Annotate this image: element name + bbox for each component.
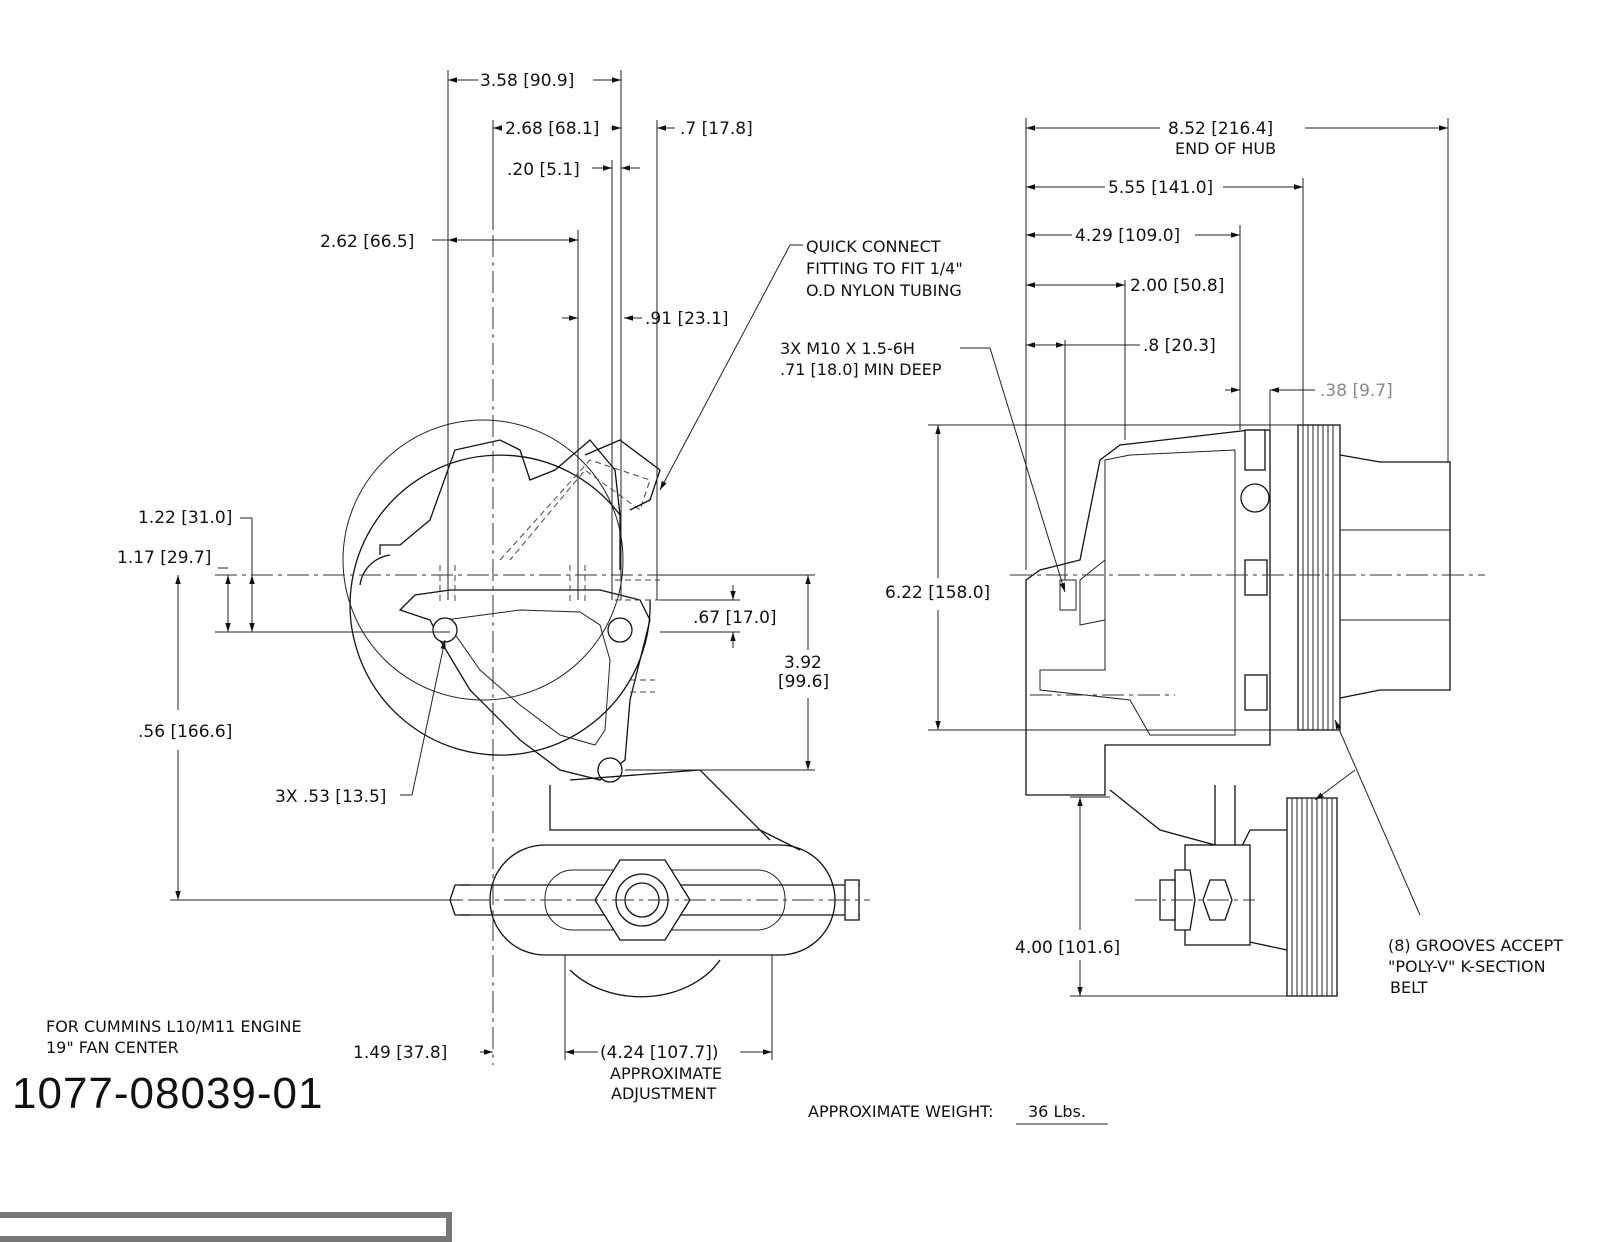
- weight-value: 36 Lbs.: [1028, 1102, 1086, 1121]
- weight-label: APPROXIMATE WEIGHT:: [808, 1102, 994, 1121]
- dim-99.6: [99.6]: [778, 672, 829, 692]
- quick-connect-note-line1: QUICK CONNECT: [806, 237, 941, 256]
- adjustment-note-line2: ADJUSTMENT: [611, 1084, 717, 1103]
- dim-0.8: .8 [20.3]: [1143, 336, 1216, 356]
- part-number: 1077-08039-01: [12, 1069, 323, 1118]
- engine-note-line2: 19" FAN CENTER: [46, 1038, 179, 1057]
- left-view-labels: 3.58 [90.9] 2.68 [68.1] .7 [17.8] .20 [5…: [117, 71, 963, 1103]
- thread-note-line2: .71 [18.0] MIN DEEP: [780, 360, 942, 379]
- dim-0.56: .56 [166.6]: [138, 722, 232, 742]
- adjustment-note-line1: APPROXIMATE: [610, 1064, 722, 1083]
- grooves-note-line2: "POLY-V" K-SECTION: [1388, 957, 1546, 976]
- grooves-note-line3: BELT: [1390, 978, 1428, 997]
- engine-note-line1: FOR CUMMINS L10/M11 ENGINE: [46, 1017, 302, 1036]
- dim-0.91: .91 [23.1]: [645, 309, 729, 329]
- left-view-dimension-lines: [170, 70, 815, 1060]
- thread-note-line1: 3X M10 X 1.5-6H: [780, 339, 915, 358]
- title-block-frame: [0, 1212, 452, 1242]
- dim-2.00: 2.00 [50.8]: [1130, 276, 1224, 296]
- dim-8.52: 8.52 [216.4]: [1168, 119, 1273, 139]
- dim-0.38: .38 [9.7]: [1320, 381, 1393, 401]
- quick-connect-note-line2: FITTING TO FIT 1/4": [806, 259, 963, 278]
- dim-3x-0.53: 3X .53 [13.5]: [275, 787, 386, 807]
- dim-4.00: 4.00 [101.6]: [1015, 938, 1120, 958]
- dim-3.92: 3.92: [784, 653, 822, 673]
- left-view-geometry: [215, 235, 870, 1065]
- dim-2.62: 2.62 [66.5]: [320, 232, 414, 252]
- end-of-hub-label: END OF HUB: [1175, 139, 1276, 158]
- dim-0.67: .67 [17.0]: [693, 608, 777, 628]
- dim-2.68: 2.68 [68.1]: [505, 119, 599, 139]
- dim-0.7: .7 [17.8]: [680, 119, 753, 139]
- dim-1.22: 1.22 [31.0]: [138, 508, 232, 528]
- dim-5.55: 5.55 [141.0]: [1108, 178, 1213, 198]
- right-view-geometry: [1010, 424, 1485, 997]
- general-notes: FOR CUMMINS L10/M11 ENGINE 19" FAN CENTE…: [12, 1017, 1108, 1125]
- dim-0.20: .20 [5.1]: [507, 160, 580, 180]
- dim-1.49: 1.49 [37.8]: [353, 1043, 447, 1063]
- right-view-labels: 8.52 [216.4] END OF HUB 5.55 [141.0] 4.2…: [780, 119, 1563, 997]
- quick-connect-note-line3: O.D NYLON TUBING: [806, 281, 962, 300]
- right-view-dimension-lines: [928, 118, 1449, 997]
- dim-3.58: 3.58 [90.9]: [480, 71, 574, 91]
- dim-6.22: 6.22 [158.0]: [885, 583, 990, 603]
- dim-4.24: (4.24 [107.7]): [600, 1043, 718, 1063]
- dim-1.17: 1.17 [29.7]: [117, 548, 211, 568]
- grooves-note-line1: (8) GROOVES ACCEPT: [1388, 936, 1563, 955]
- dim-4.29: 4.29 [109.0]: [1075, 226, 1180, 246]
